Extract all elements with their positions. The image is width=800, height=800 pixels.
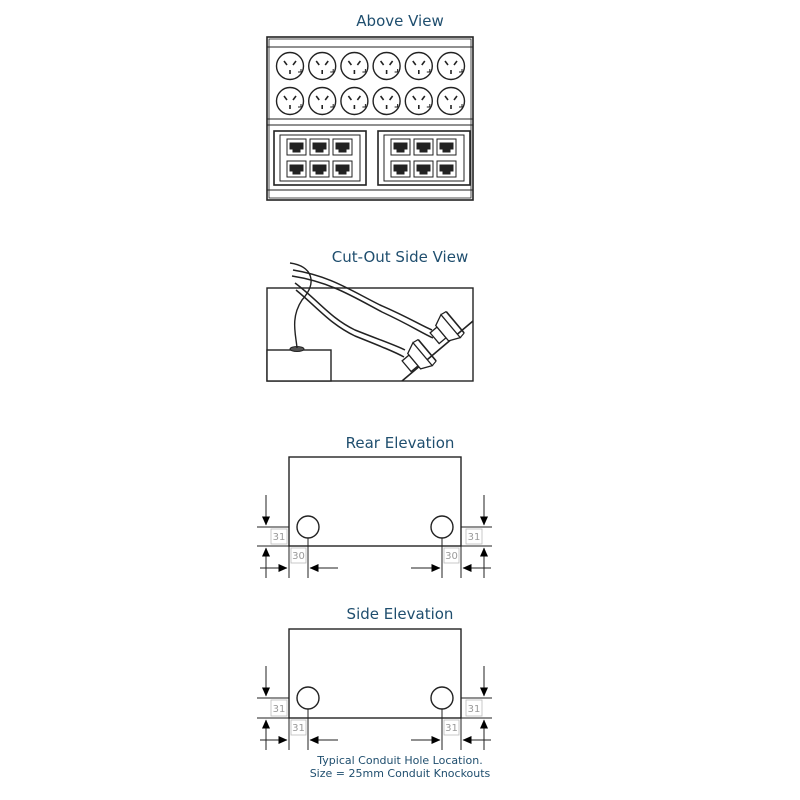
side-elevation-title: Side Elevation [346,605,454,623]
data-module [273,130,367,186]
power-outlet-icon [340,51,369,81]
power-outlet-icon [436,51,466,81]
cutout-base-block [266,349,332,382]
rj45-port-icon [390,138,411,156]
conduit-note-line-1: Typical Conduit Hole Location. [317,754,483,767]
power-outlet-icon [372,51,401,81]
side-elevation: 31 31 31 31 [257,628,492,750]
conduit-note-line-2: Size = 25mm Conduit Knockouts [309,767,491,780]
data-module-group [273,130,471,186]
side-conduit-hole-right [430,686,454,710]
rear-dim-left-horizontal: 30 [292,551,305,562]
cutout-side-view-title: Cut-Out Side View [331,248,469,266]
rear-elevation: 31 30 30 31 [257,456,492,578]
rear-elevation-title: Rear Elevation [345,434,455,452]
rear-dim-right-vertical: 31 [468,532,481,543]
cutout-side-view [266,262,474,382]
side-dim-right-horizontal: 31 [445,723,458,734]
side-dim-right-vertical: 31 [468,704,481,715]
side-conduit-hole-left [296,686,320,710]
rj45-port-icon [309,160,330,178]
power-outlet-grid [275,51,466,116]
power-outlet-icon [404,86,433,116]
conduit-note: Typical Conduit Hole Location. Size = 25… [0,754,800,780]
power-outlet-icon [275,51,305,81]
power-outlet-icon [436,86,466,116]
lower-plug [401,339,437,373]
cable-lower-1 [294,282,406,351]
rj45-port-icon [309,138,330,156]
rear-dim-label-boxes [270,528,483,564]
rj45-port-icon [413,160,434,178]
power-outlet-icon [308,86,337,116]
rj45-port-icon [286,160,307,178]
cable-left [289,262,312,349]
side-dimension-lines [257,666,492,750]
rj45-port-icon [436,160,457,178]
upper-plug [429,311,465,345]
rear-panel-outline [288,456,462,547]
rear-conduit-hole-right [430,515,454,539]
sloped-front-face [401,320,474,382]
rear-dim-left-vertical: 31 [273,532,286,543]
rj45-port-icon [286,138,307,156]
rear-conduit-hole-left [296,515,320,539]
side-panel-outline [288,628,462,719]
data-module [377,130,471,186]
rj45-port-icon [413,138,434,156]
cable-upper-1 [292,269,433,331]
rear-dimension-lines [257,495,492,578]
power-outlet-icon [340,86,369,116]
side-dim-label-boxes [270,699,483,736]
cable-upper-2 [291,275,434,339]
rj45-port-icon [332,160,353,178]
rj45-port-icon [390,160,411,178]
above-view-title: Above View [356,12,444,30]
cable-lower-2 [295,289,405,358]
above-view [266,36,474,201]
side-dim-left-vertical: 31 [273,704,286,715]
rj45-port-icon [436,138,457,156]
power-outlet-icon [308,51,337,81]
power-outlet-icon [404,51,433,81]
rear-dim-right-horizontal: 30 [445,551,458,562]
rj45-port-icon [332,138,353,156]
power-outlet-icon [372,86,401,116]
power-outlet-icon [275,86,305,116]
cutout-panel-outline [266,287,474,382]
side-dim-left-horizontal: 31 [292,723,305,734]
